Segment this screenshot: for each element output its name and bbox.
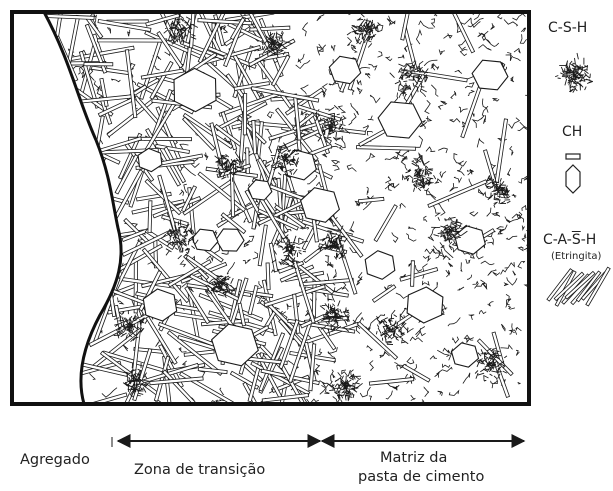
cash-suffix: -H [580, 232, 597, 248]
diagram-frame [10, 10, 531, 406]
ettringite-note: (Etringita) [551, 251, 602, 262]
csh-legend-icon [555, 52, 594, 93]
csh-label: C-S-H [548, 20, 588, 36]
cash-s-overbar: S [571, 232, 581, 248]
cash-prefix: C-A- [543, 232, 572, 248]
transition-zone-label: Zona de transição [134, 462, 266, 478]
matrix-label-line1: Matriz da [380, 450, 448, 466]
ettringite-legend-icon [546, 266, 611, 307]
ch-label: CH [562, 124, 583, 140]
matrix-label-line2: pasta de cimento [358, 469, 485, 485]
aggregate-label: Agregado [20, 452, 90, 468]
aggregate-particle [10, 10, 123, 406]
cash-label: C-A-S-H [543, 232, 596, 248]
ch-legend-icon [565, 153, 581, 194]
